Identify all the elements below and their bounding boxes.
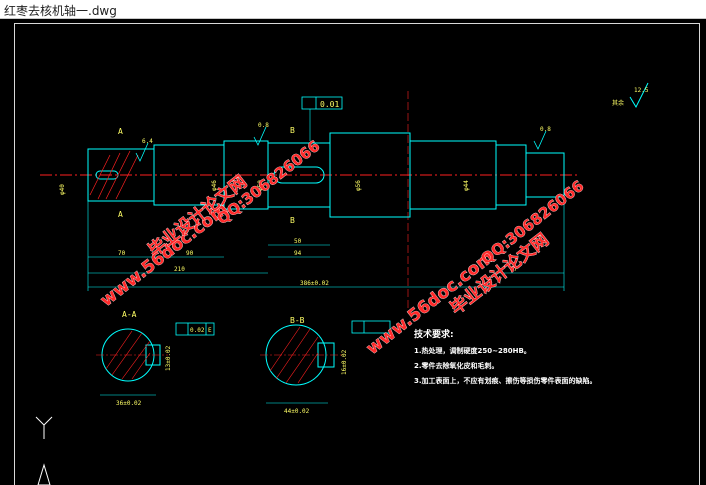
length-dimensions bbox=[87, 197, 565, 291]
tolerance-value: 0.01 bbox=[320, 100, 339, 109]
diameter-3: φ50 bbox=[257, 180, 264, 191]
section-marker-a-top: A bbox=[118, 127, 123, 136]
section-marker-b-top: B bbox=[290, 126, 295, 135]
roughness-symbol-general: 12.5 bbox=[629, 82, 649, 109]
watermarks: www.56doc.com 毕业设计论文网 QQ:306826066 www.5… bbox=[96, 136, 587, 359]
section-aa-title: A-A bbox=[122, 310, 137, 319]
title-bar: 红枣去核机轴一.dwg bbox=[0, 0, 706, 19]
section-bb: 44±0.02 16±0.02 bbox=[260, 320, 391, 415]
total-length: 386±0.02 bbox=[300, 280, 329, 287]
roughness-label: 其余 bbox=[612, 99, 624, 107]
diameter-2: φ46 bbox=[211, 180, 218, 191]
drawing-border bbox=[14, 23, 700, 485]
shaft-outline bbox=[87, 132, 565, 218]
note-1: 1.热处理，调制硬度250~280HB。 bbox=[414, 346, 531, 355]
roughness-marks: 6.4 0.8 0.8 bbox=[135, 122, 551, 162]
length-3: 50 bbox=[294, 238, 302, 245]
tolerance-aa: 0.02 bbox=[190, 327, 205, 334]
diameter-1: φ40 bbox=[59, 184, 66, 195]
roughness-mark-2: 0.8 bbox=[258, 122, 269, 129]
section-bb-width: 44±0.02 bbox=[284, 408, 310, 415]
section-bb-key: 16±0.02 bbox=[341, 349, 348, 375]
roughness-mark-1: 6.4 bbox=[142, 138, 153, 145]
roughness-mark-3: 0.8 bbox=[540, 126, 551, 133]
cad-drawing: 其余 12.5 bbox=[35, 82, 649, 485]
ucs-icon bbox=[35, 416, 53, 485]
diameter-5: φ44 bbox=[463, 180, 470, 191]
length-2: 90 bbox=[186, 250, 194, 257]
length-6: 97 bbox=[510, 266, 518, 273]
diameter-4: φ56 bbox=[355, 180, 362, 191]
length-4: 94 bbox=[294, 250, 302, 257]
tolerance-frame-top: 0.01 bbox=[301, 96, 343, 141]
cad-viewport[interactable]: 其余 12.5 bbox=[0, 19, 706, 485]
datum-aa: E bbox=[208, 327, 212, 334]
window-title: 红枣去核机轴一.dwg bbox=[4, 4, 117, 18]
note-3: 3.加工表面上，不应有划痕、擦伤等损伤零件表面的缺陷。 bbox=[414, 376, 597, 385]
section-marker-a-bottom: A bbox=[118, 210, 123, 219]
section-bb-title: B-B bbox=[290, 316, 305, 325]
length-5: 210 bbox=[174, 266, 185, 273]
section-aa: 0.02 E 36±0.02 13±0.02 bbox=[96, 322, 215, 407]
section-marker-b-bottom: B bbox=[290, 216, 295, 225]
section-aa-key: 13±0.02 bbox=[165, 345, 172, 371]
notes-title: 技术要求: bbox=[414, 328, 454, 340]
roughness-value: 12.5 bbox=[634, 87, 649, 94]
section-aa-width: 36±0.02 bbox=[116, 400, 142, 407]
length-1: 70 bbox=[118, 250, 126, 257]
note-2: 2.零件去除氧化皮和毛刺。 bbox=[414, 361, 499, 370]
end-section-hatch bbox=[89, 150, 139, 200]
technical-requirements: 技术要求: 1.热处理，调制硬度250~280HB。 2.零件去除氧化皮和毛刺。… bbox=[414, 328, 597, 385]
